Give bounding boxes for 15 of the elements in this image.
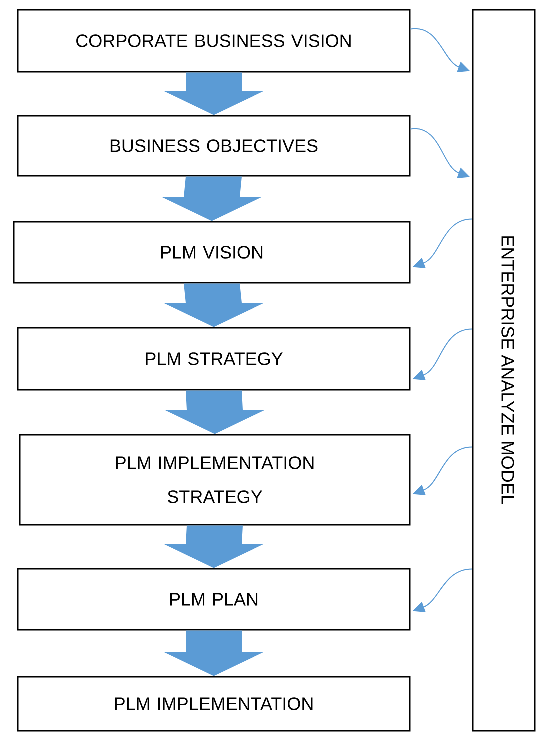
block-arrow bbox=[164, 284, 264, 328]
panel-label: ENTERPRISE ANALYZE MODEL bbox=[502, 236, 514, 504]
process-box: PLM IMPLEMENTATION bbox=[17, 676, 411, 732]
block-arrow bbox=[164, 630, 264, 676]
process-box: CORPORATE BUSINESS VISION bbox=[17, 9, 411, 73]
process-box: PLM PLAN bbox=[17, 568, 411, 631]
process-box: BUSINESS OBJECTIVES bbox=[17, 115, 411, 177]
block-arrow bbox=[164, 72, 264, 116]
side-panel bbox=[472, 9, 536, 732]
process-box: PLM STRATEGY bbox=[17, 327, 411, 391]
block-arrow bbox=[162, 176, 262, 222]
process-box: PLM VISION bbox=[13, 221, 411, 284]
block-arrow bbox=[164, 526, 264, 568]
block-arrow bbox=[165, 390, 265, 434]
process-box: PLM IMPLEMENTATION STRATEGY bbox=[19, 434, 411, 526]
